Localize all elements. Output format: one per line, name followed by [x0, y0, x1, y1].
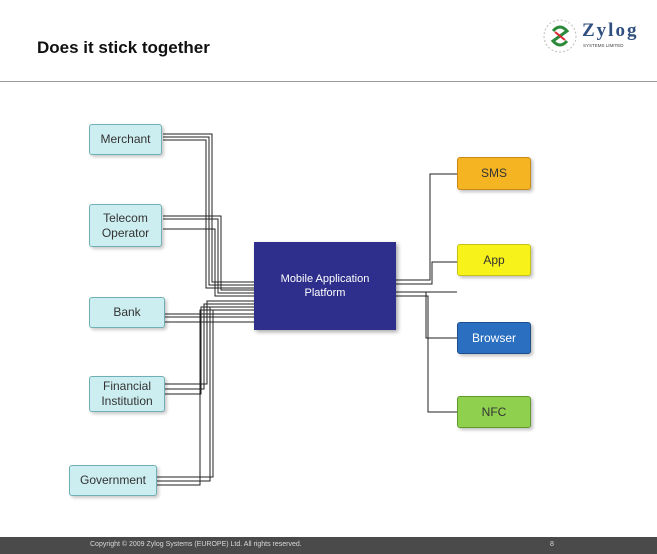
output-node-label: NFC: [481, 404, 507, 419]
output-node-sms: SMS: [457, 157, 531, 190]
logo-emblem-icon: [543, 19, 577, 53]
hub-node-label: Mobile Application Platform: [280, 273, 370, 299]
copyright-text: Copyright © 2009 Zylog Systems (EUROPE) …: [90, 541, 302, 548]
output-node-browser: Browser: [457, 322, 531, 354]
source-node-label: Telecom Operator: [101, 210, 150, 240]
logo-tagline: SYSTEMS LIMITED: [583, 43, 624, 48]
source-node-merchant: Merchant: [89, 124, 162, 155]
zylog-logo: Zylog SYSTEMS LIMITED: [541, 17, 653, 57]
source-node-government: Government: [69, 465, 157, 496]
output-node-label: SMS: [480, 166, 507, 180]
slide-title: Does it stick together: [37, 38, 210, 57]
page-number: 8: [550, 541, 554, 548]
source-node-label: Government: [79, 473, 147, 487]
output-node-nfc: NFC: [457, 396, 531, 428]
logo-text: Zylog: [582, 20, 639, 41]
hub-node: Mobile Application Platform: [254, 242, 396, 330]
output-node-label: Browser: [471, 330, 516, 345]
output-node-label: App: [483, 252, 505, 267]
source-node-label: Financial Institution: [101, 379, 153, 408]
title-divider: [0, 81, 657, 82]
source-node-financial-institution: Financial Institution: [89, 376, 165, 412]
source-node-label: Bank: [113, 305, 141, 319]
slide-footer: Copyright © 2009 Zylog Systems (EUROPE) …: [0, 537, 657, 554]
source-node-telecom-operator: Telecom Operator: [89, 204, 162, 247]
output-node-app: App: [457, 244, 531, 276]
source-node-label: Merchant: [100, 132, 151, 146]
source-node-bank: Bank: [89, 297, 165, 328]
